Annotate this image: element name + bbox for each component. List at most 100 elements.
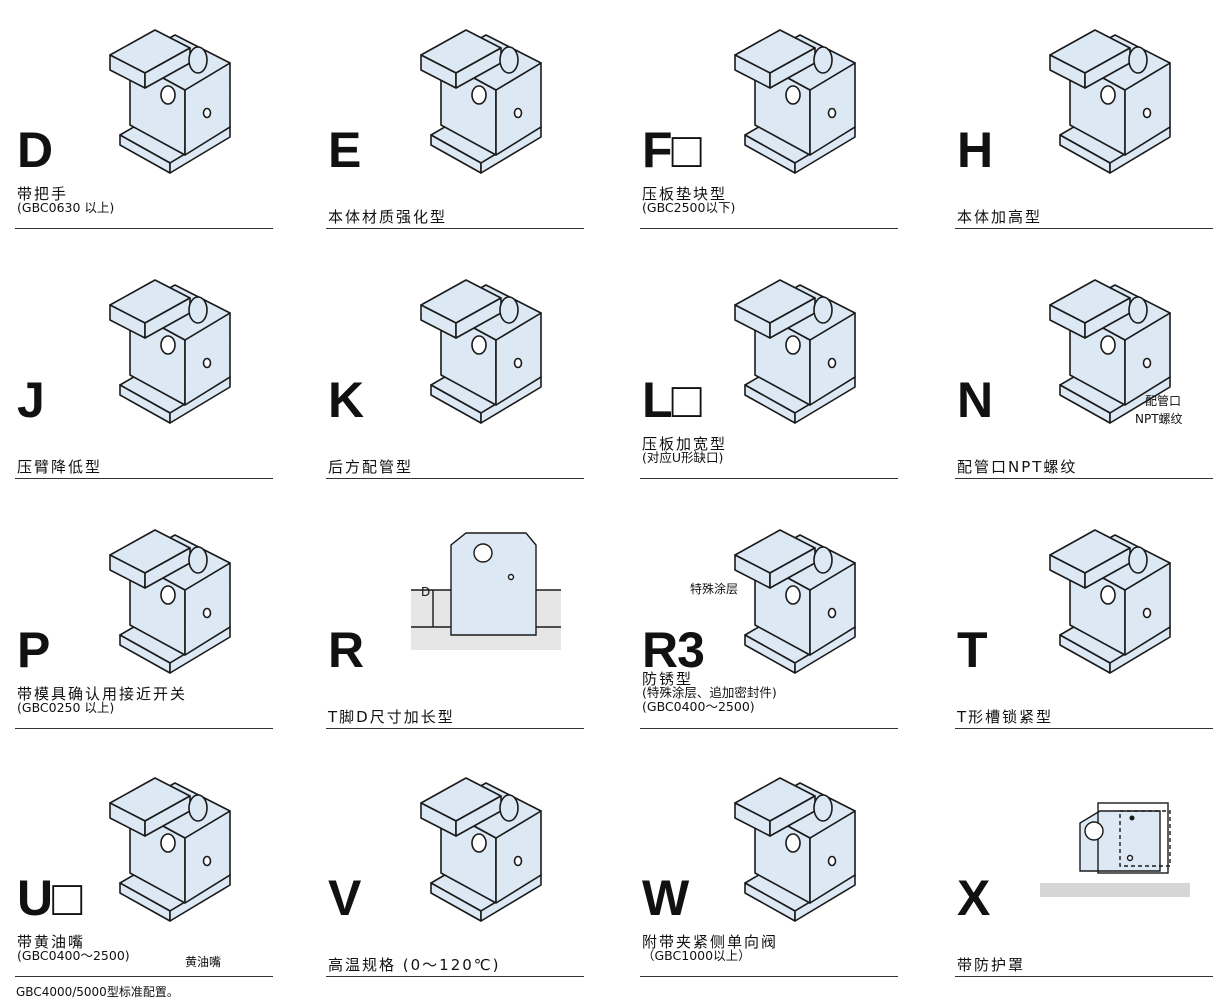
clamp-drawing: [109, 29, 231, 174]
side-view-drawing: [411, 532, 561, 650]
option-title: 压板垫块型: [642, 185, 728, 203]
option-subtitle: (特殊涂层、追加密封件): [642, 685, 777, 700]
option-figure: [109, 529, 231, 674]
callout-label: 特殊涂层: [690, 582, 739, 596]
divider-line: [326, 976, 584, 977]
clamp-drawing: [109, 777, 231, 922]
divider-line: [326, 228, 584, 229]
option-figure: [109, 279, 231, 424]
divider-line: [640, 728, 898, 729]
option-subtitle: (GBC0400～2500): [642, 699, 755, 714]
clamp-drawing: [420, 777, 542, 922]
option-code: F□: [642, 122, 702, 178]
divider-line: [955, 728, 1213, 729]
divider-line: [640, 976, 898, 977]
option-subtitle: (GBC0250 以上): [17, 700, 115, 715]
option-title: 压臂降低型: [17, 458, 103, 476]
clamp-drawing: [734, 279, 856, 424]
divider-line: [15, 478, 273, 479]
option-code: L□: [642, 372, 702, 428]
option-title: 防锈型: [642, 670, 694, 688]
option-subtitle: (对应U形缺口): [642, 450, 724, 465]
option-subtitle: (GBC0400～2500): [17, 948, 130, 963]
option-title: 配管口NPT螺纹: [957, 458, 1078, 476]
option-code: N: [957, 372, 993, 428]
divider-line: [955, 228, 1213, 229]
option-j: J 压臂降低型: [15, 250, 275, 480]
option-title: 本体材质强化型: [328, 208, 448, 226]
divider-line: [955, 976, 1213, 977]
divider-line: [15, 228, 273, 229]
option-figure: [1049, 279, 1171, 424]
option-title: 本体加高型: [957, 208, 1043, 226]
option-title: T脚D尺寸加长型: [328, 708, 455, 726]
option-e: E 本体材质强化型: [326, 0, 586, 230]
divider-line: [640, 478, 898, 479]
option-figure: [109, 29, 231, 174]
callout-label: NPT螺纹: [1135, 412, 1183, 426]
option-title: 后方配管型: [328, 458, 414, 476]
option-subtitle: （GBC1000以上）: [642, 948, 751, 963]
option-code: U□: [17, 870, 82, 926]
clamp-drawing: [1049, 279, 1171, 424]
divider-line: [326, 478, 584, 479]
option-w: W 附带夹紧侧单向阀（GBC1000以上）: [640, 748, 900, 978]
clamp-drawing: [420, 279, 542, 424]
option-title: 带把手: [17, 185, 69, 203]
option-d: D 带把手(GBC0630 以上): [15, 0, 275, 230]
option-figure: [1040, 802, 1190, 897]
option-f-box: F□ 压板垫块型(GBC2500以下): [640, 0, 900, 230]
option-code: R3: [642, 622, 705, 678]
divider-line: [15, 728, 273, 729]
clamp-drawing: [734, 29, 856, 174]
option-subtitle: (GBC2500以下): [642, 200, 736, 215]
option-figure: [420, 279, 542, 424]
clamp-drawing: [1049, 29, 1171, 174]
clamp-drawing: [109, 279, 231, 424]
option-subtitle: (GBC0630 以上): [17, 200, 115, 215]
option-figure: [109, 777, 231, 922]
callout-label: 黄油嘴: [185, 955, 222, 969]
option-title: 带防护罩: [957, 956, 1026, 974]
clamp-drawing: [420, 29, 542, 174]
divider-line: [15, 976, 273, 977]
option-code: H: [957, 122, 993, 178]
divider-line: [326, 728, 584, 729]
option-title: 附带夹紧侧单向阀: [642, 933, 779, 951]
option-code: R: [328, 622, 364, 678]
option-title: 带黄油嘴: [17, 933, 86, 951]
option-code: E: [328, 122, 361, 178]
option-figure: [734, 529, 856, 674]
option-x: X 带防护罩: [955, 748, 1215, 978]
option-figure: [420, 777, 542, 922]
clamp-drawing: [734, 529, 856, 674]
divider-line: [640, 228, 898, 229]
option-code: V: [328, 870, 361, 926]
side-view-drawing: [1040, 802, 1190, 897]
clamp-drawing: [734, 777, 856, 922]
option-h: H 本体加高型: [955, 0, 1215, 230]
option-figure: [420, 29, 542, 174]
option-title: 高温规格 (0～120℃): [328, 956, 501, 974]
callout-label: 配管口: [1145, 394, 1182, 408]
option-code: W: [642, 870, 689, 926]
option-v: V 高温规格 (0～120℃): [326, 748, 586, 978]
option-code: D: [17, 122, 53, 178]
option-l-box: L□ 压板加宽型(对应U形缺口): [640, 250, 900, 480]
option-code: J: [17, 372, 45, 428]
option-title: 压板加宽型: [642, 435, 728, 453]
clamp-drawing: [109, 529, 231, 674]
option-figure: [734, 279, 856, 424]
option-figure: [411, 532, 561, 650]
option-u-box: U□ 带黄油嘴(GBC0400～2500) 黄油嘴: [15, 748, 275, 978]
option-title: T形槽锁紧型: [957, 708, 1054, 726]
option-code: X: [957, 870, 990, 926]
option-title: 带模具确认用接近开关: [17, 685, 188, 703]
option-figure: [1049, 529, 1171, 674]
